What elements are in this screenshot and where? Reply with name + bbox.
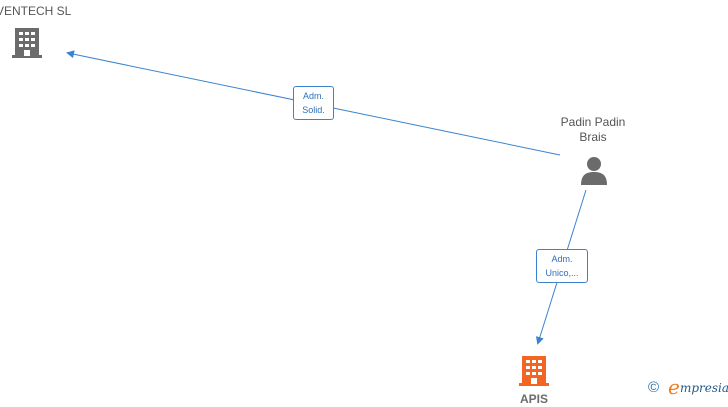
building-icon[interactable] bbox=[519, 356, 549, 386]
edge-label-adm-solid[interactable]: Adm. Solid. bbox=[293, 86, 334, 120]
edge-label-line1: Adm. bbox=[551, 254, 573, 264]
edge-label-line2: Unico,... bbox=[545, 268, 579, 278]
edge-label-adm-unico[interactable]: Adm. Unico,... bbox=[536, 249, 588, 283]
edge-label-line2: Solid. bbox=[302, 105, 325, 115]
person-name-line2: Brais bbox=[579, 130, 607, 144]
building-icon[interactable] bbox=[12, 25, 42, 58]
person-name-line1: Padin Padin bbox=[560, 115, 626, 129]
node-label-person[interactable]: Padin Padin Brais bbox=[548, 115, 638, 145]
person-icon[interactable] bbox=[581, 157, 607, 185]
edge-label-line1: Adm. bbox=[302, 91, 324, 101]
node-label-ventech[interactable]: VENTECH SL bbox=[0, 4, 72, 18]
brand-name: mpresia bbox=[680, 381, 728, 395]
copyright-icon: © bbox=[648, 379, 660, 396]
empresia-logo: © e mpresia bbox=[648, 375, 728, 399]
brand-initial: e bbox=[668, 375, 680, 399]
